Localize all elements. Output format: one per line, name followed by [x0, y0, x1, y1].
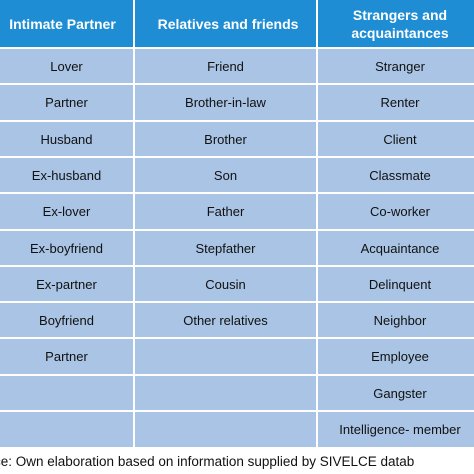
table-cell: Brother — [204, 131, 247, 147]
row-divider — [0, 120, 474, 122]
table-cell: Gangster — [373, 385, 427, 401]
table-source-caption: ce: Own elaboration based on information… — [0, 454, 415, 469]
row-divider — [0, 83, 474, 85]
table-cell: Cousin — [205, 276, 246, 292]
table-cell: Ex-partner — [36, 276, 97, 292]
table-cell — [135, 339, 316, 373]
table-cell: Employee — [371, 348, 429, 364]
row-divider — [0, 47, 474, 49]
table-cell: Ex-boyfriend — [30, 240, 103, 256]
table-cell: Co-worker — [370, 203, 430, 219]
table-cell: Delinquent — [368, 276, 432, 292]
table-cell: Stepfather — [195, 240, 256, 256]
table-cell — [0, 412, 133, 446]
table-cell: Ex-lover — [42, 203, 91, 219]
table-cell: Stranger — [375, 58, 425, 74]
table-cell: Intelligence- member — [339, 421, 461, 437]
column-divider — [316, 0, 318, 447]
row-divider — [0, 156, 474, 158]
table-cell: Partner — [45, 94, 88, 110]
table-header-row: Intimate Partner Relatives and friends S… — [0, 0, 474, 47]
table-cell — [0, 376, 133, 410]
row-divider — [0, 301, 474, 303]
table-cell: Other relatives — [183, 312, 268, 328]
table-cell: Classmate — [369, 167, 431, 183]
row-divider — [0, 337, 474, 339]
row-divider — [0, 192, 474, 194]
row-divider — [0, 410, 474, 412]
table-cell: Father — [206, 203, 245, 219]
table-cell — [135, 412, 316, 446]
table-cell: Lover — [50, 58, 83, 74]
header-strangers-line1: Strangers and — [352, 6, 448, 23]
header-strangers-line2: acquaintances — [351, 24, 449, 41]
header-strangers-and-acquaintances: Strangers and acquaintances — [318, 0, 474, 47]
header-relatives-and-friends: Relatives and friends — [157, 15, 299, 32]
data-table: Intimate Partner Relatives and friends S… — [0, 0, 474, 447]
table-cell: Client — [383, 131, 417, 147]
table-cell: Ex-husband — [31, 167, 102, 183]
table-cell: Husband — [40, 131, 93, 147]
table-cell: Acquaintance — [360, 240, 440, 256]
table-cell: Brother-in-law — [185, 94, 266, 110]
table-cell: Son — [213, 167, 238, 183]
row-divider — [0, 229, 474, 231]
table-cell: Neighbor — [373, 312, 427, 328]
table-cell: Friend — [207, 58, 244, 74]
header-intimate-partner: Intimate Partner — [9, 15, 116, 32]
table-cell: Partner — [45, 348, 88, 364]
row-divider — [0, 265, 474, 267]
table-cell: Renter — [380, 94, 420, 110]
table-cell — [135, 376, 316, 410]
table-cell: Boyfriend — [39, 312, 94, 328]
row-divider — [0, 374, 474, 376]
column-divider — [133, 0, 135, 447]
